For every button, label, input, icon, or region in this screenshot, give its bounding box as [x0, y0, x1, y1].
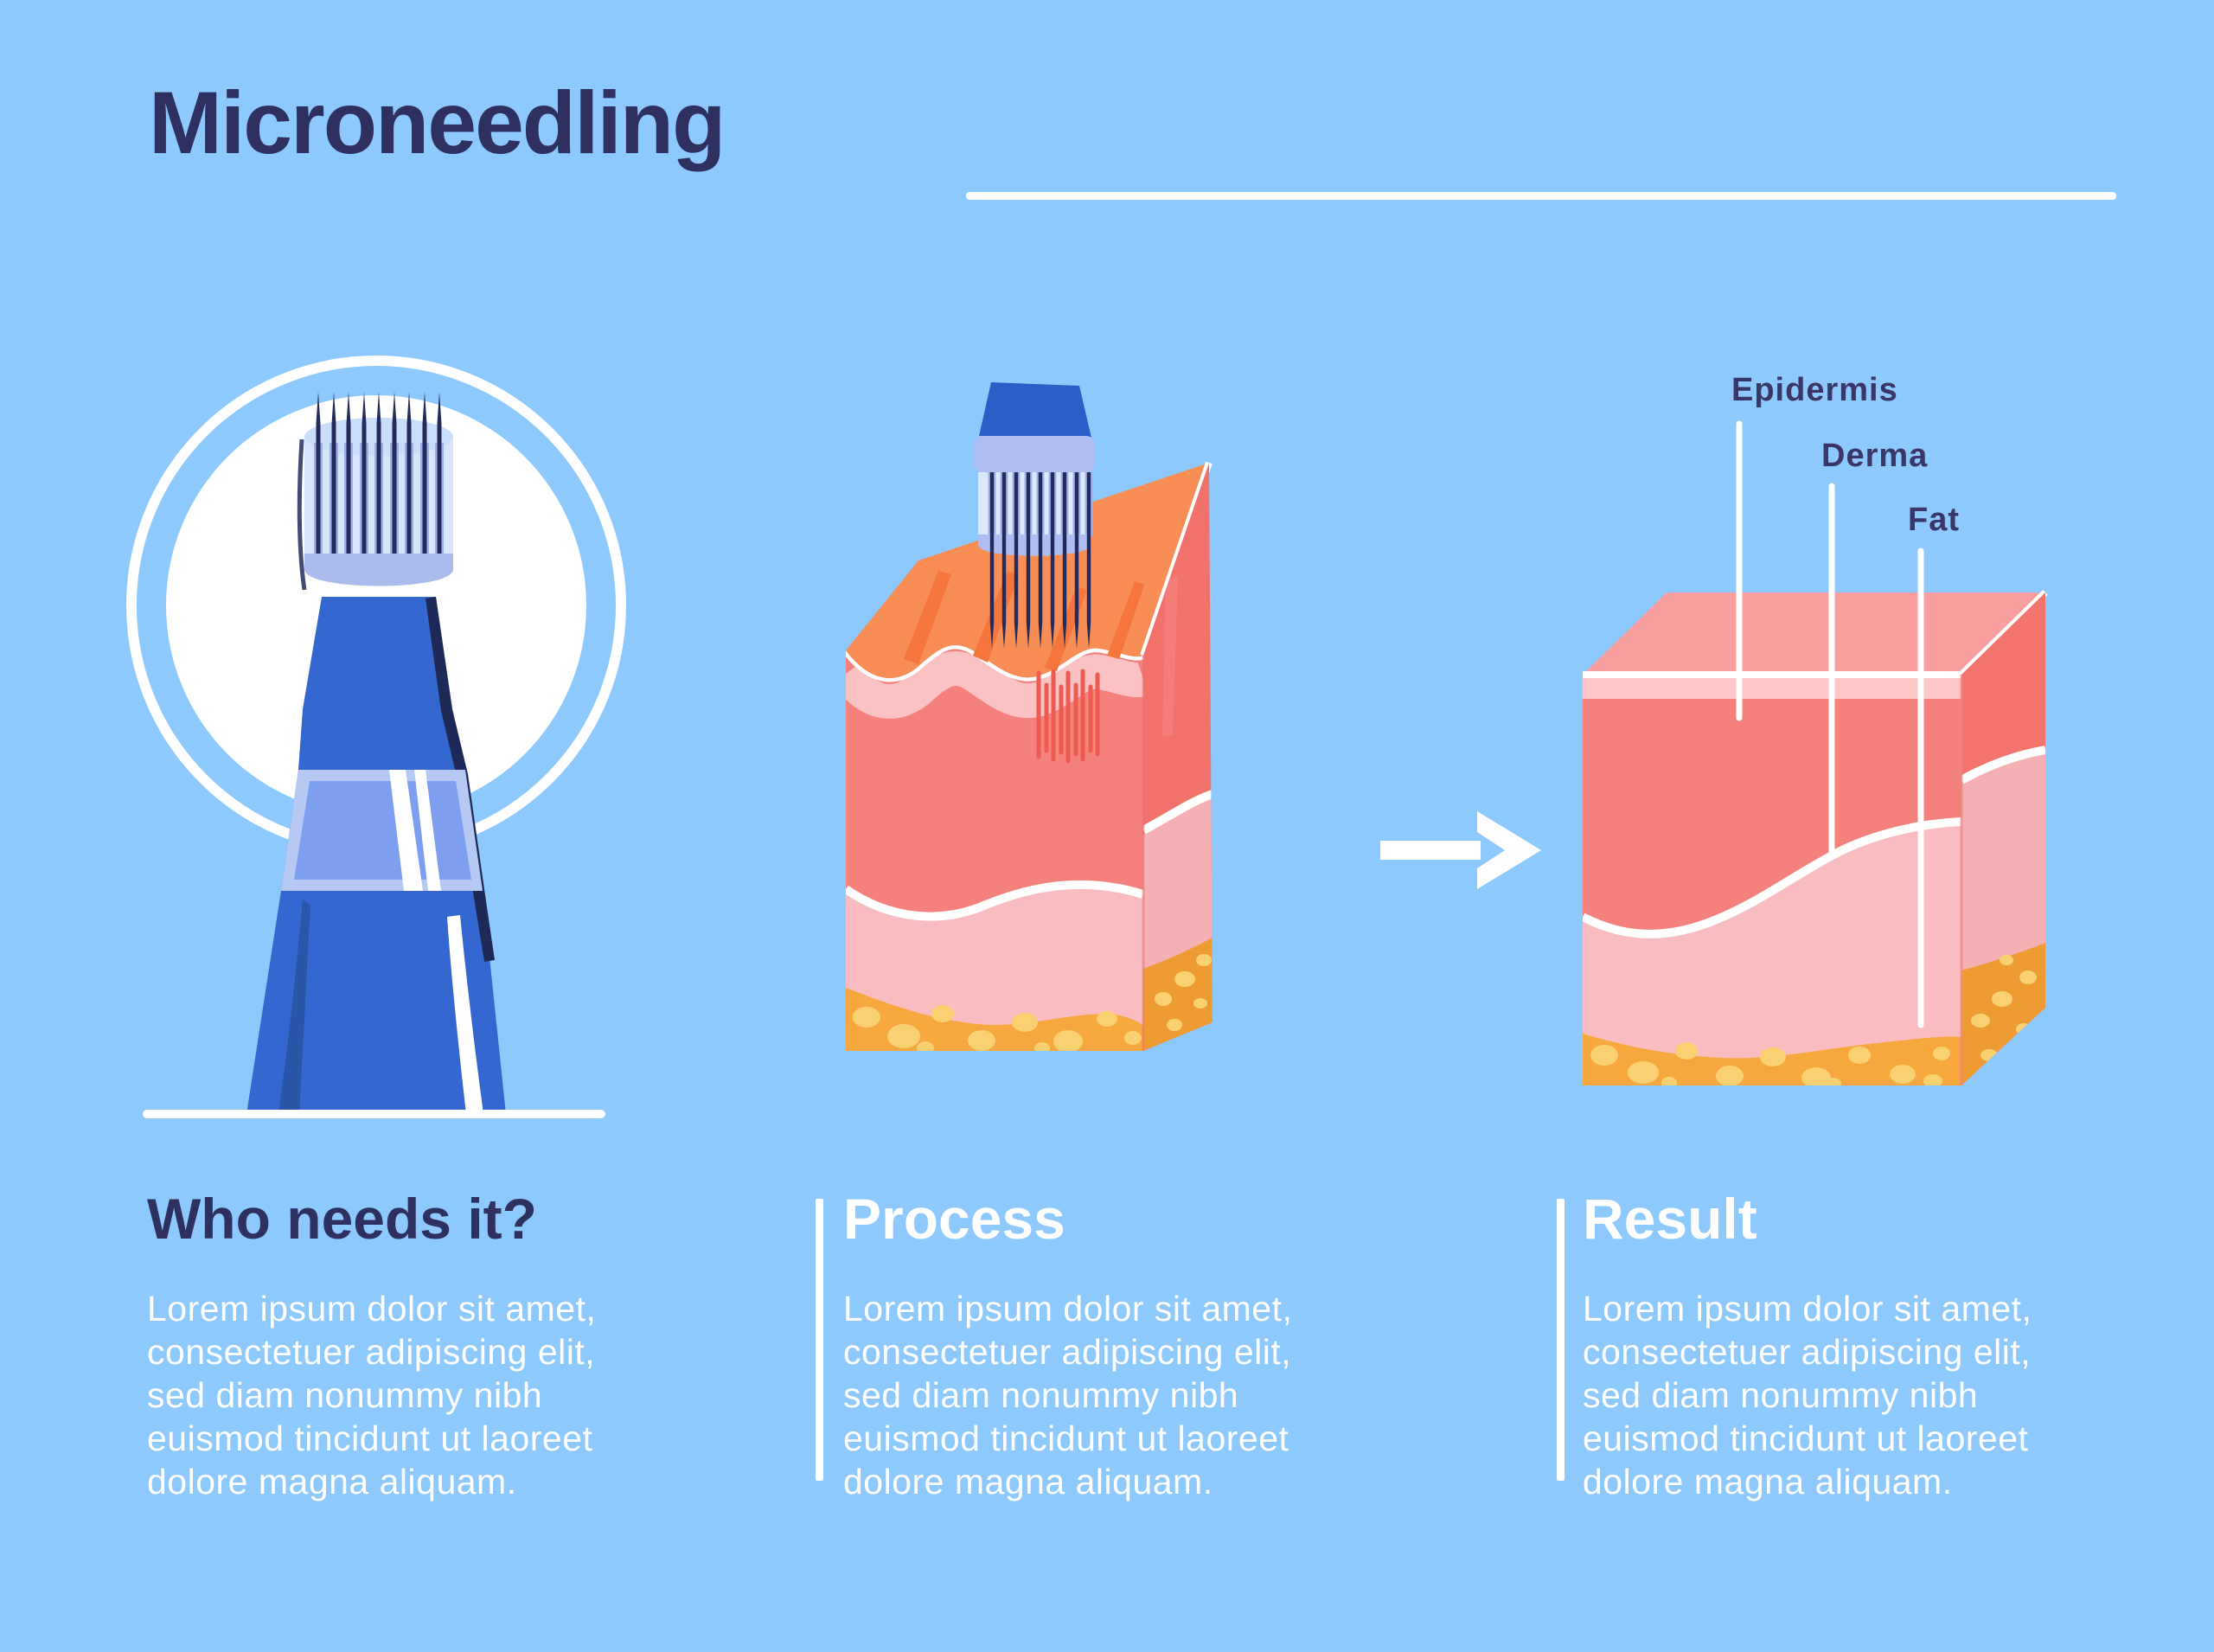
page-title: Microneedling	[149, 74, 726, 172]
label-fat: Fat	[1908, 502, 1960, 538]
section-body: Lorem ipsum dolor sit amet, consectetuer…	[147, 1289, 597, 1502]
section-divider-process	[816, 1199, 823, 1481]
section-body: Lorem ipsum dolor sit amet, consectetuer…	[1583, 1289, 2032, 1502]
device-needles	[989, 472, 1091, 649]
front-face-layers	[846, 644, 1143, 1051]
section-body: Lorem ipsum dolor sit amet, consectetuer…	[843, 1289, 1293, 1502]
section-divider-result	[1557, 1199, 1565, 1481]
fat-dots	[853, 1005, 1142, 1051]
section-process: Process Lorem ipsum dolor sit amet, cons…	[843, 1187, 1310, 1503]
puncture-marks	[1036, 669, 1100, 764]
microneedling-device	[974, 382, 1095, 649]
label-epidermis: Epidermis	[1731, 372, 1898, 408]
arrow-icon	[1380, 811, 1541, 889]
section-result: Result Lorem ipsum dolor sit amet, conse…	[1583, 1187, 2050, 1503]
pen-illustration	[126, 355, 626, 1118]
side-face-layers	[1961, 592, 2045, 1085]
leader-lines	[1736, 420, 1924, 1028]
title-underline	[966, 192, 2116, 200]
section-who-needs-it: Who needs it? Lorem ipsum dolor sit amet…	[147, 1187, 614, 1503]
fat-dots	[1590, 1042, 1950, 1085]
pen-needles	[316, 392, 442, 554]
section-heading: Who needs it?	[147, 1187, 537, 1251]
skin-block-before	[846, 382, 1213, 1051]
label-derma: Derma	[1821, 438, 1929, 474]
ground-line	[143, 1110, 605, 1118]
front-face-layers	[1583, 699, 1961, 1085]
side-face-layers	[1143, 463, 1213, 1051]
pen-handle	[246, 597, 506, 1114]
section-heading: Process	[843, 1187, 1065, 1251]
smooth-surface	[1583, 592, 2045, 675]
skin-block-after	[1583, 420, 2048, 1085]
section-heading: Result	[1583, 1187, 1757, 1251]
pen-cartridge	[297, 418, 453, 591]
